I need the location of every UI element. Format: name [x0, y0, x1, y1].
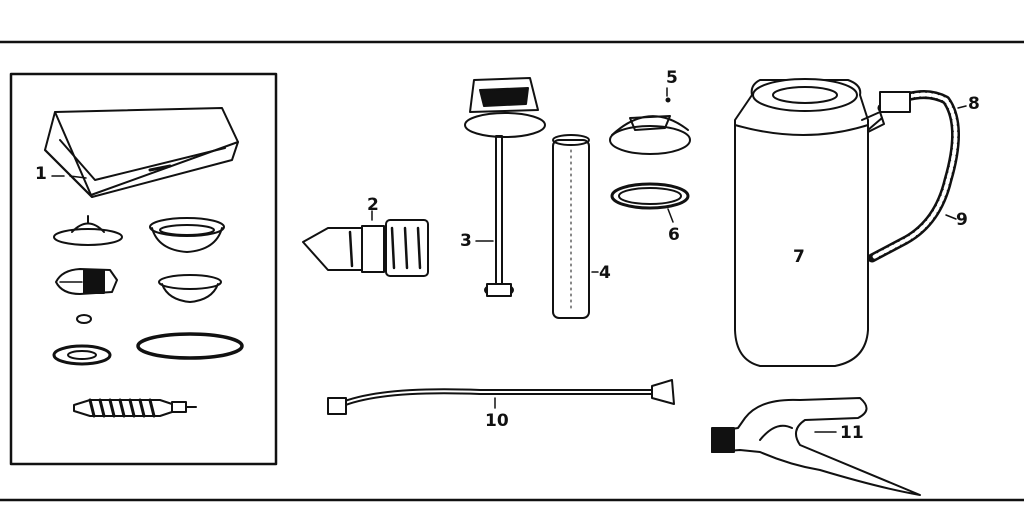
label-part-10: 10	[485, 411, 509, 431]
label-part-1: 1	[35, 164, 47, 184]
label-part-2: 2	[367, 195, 379, 215]
part-6-gasket	[610, 182, 690, 223]
part-4-cylinder	[552, 134, 599, 319]
label-part-6: 6	[668, 225, 680, 245]
kit-small-washer	[76, 314, 92, 324]
repair-kit-frame	[9, 72, 278, 466]
kit-spring-valve	[73, 398, 197, 418]
part-8-9-hose	[867, 90, 967, 263]
label-part-5: 5	[666, 68, 678, 88]
label-part-7: 7	[793, 247, 805, 267]
part-1-kit-case	[44, 107, 239, 198]
kit-nozzle-tip	[55, 268, 118, 295]
part-11-handle	[711, 397, 921, 496]
label-part-9: 9	[956, 210, 968, 230]
part-10-wand	[327, 379, 675, 415]
kit-valve-disc	[53, 215, 123, 246]
label-part-4: 4	[599, 263, 611, 283]
kit-o-ring-small	[52, 344, 112, 366]
label-part-3: 3	[460, 231, 472, 251]
kit-gasket-large	[136, 332, 244, 360]
kit-cup-large	[149, 217, 225, 253]
part-5-cap	[609, 97, 691, 155]
part-2-nozzle	[302, 210, 429, 277]
label-part-11: 11	[840, 423, 864, 443]
kit-cup-small	[158, 274, 222, 303]
part-7-tank	[734, 78, 885, 367]
label-part-8: 8	[968, 94, 980, 114]
part-3-pump-rod	[464, 77, 546, 297]
